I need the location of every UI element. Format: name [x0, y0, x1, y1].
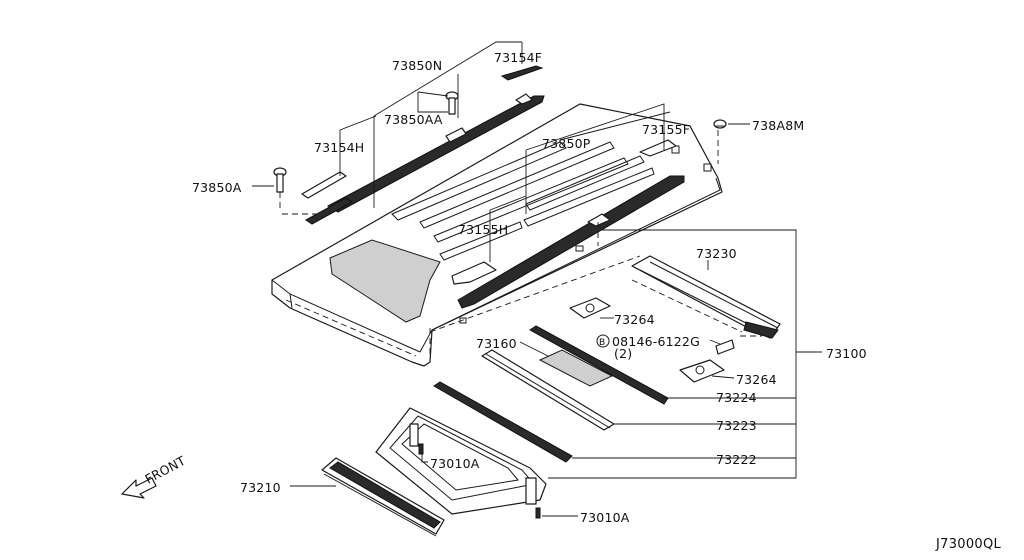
- sunroof-opening: [329, 239, 441, 323]
- roof-panel: [271, 103, 723, 367]
- label-73264-upper: 73264: [614, 312, 655, 327]
- sunroof-frame: [375, 407, 547, 515]
- label-73850AA: 73850AA: [384, 112, 443, 127]
- label-73100: 73100: [826, 346, 867, 361]
- bolt-73850AA: [445, 91, 459, 115]
- pad-73160: [538, 349, 614, 387]
- label-73223: 73223: [716, 418, 757, 433]
- screws-73010A: [418, 443, 541, 519]
- bolt-73850A: [273, 167, 287, 193]
- bow-73222: [433, 381, 573, 463]
- label-73160: 73160: [476, 336, 517, 351]
- label-73850A: 73850A: [192, 180, 242, 195]
- grommet-738A8M: [713, 119, 727, 129]
- label-738A8M: 738A8M: [752, 118, 804, 133]
- right-roof-rail: [451, 139, 685, 309]
- diagram-code: J73000QL: [935, 537, 1002, 552]
- leader-lines: [252, 41, 822, 517]
- label-bolt-qty: (2): [614, 346, 632, 361]
- label-73230: 73230: [696, 246, 737, 261]
- label-73850P: 73850P: [542, 136, 591, 151]
- label-73222: 73222: [716, 452, 757, 467]
- label-73155H: 73155H: [458, 222, 508, 237]
- rear-roof-header-73230: [631, 255, 781, 339]
- front-label: FRONT: [142, 453, 188, 487]
- bracket-73264-lower: [679, 359, 725, 383]
- front-arrow-icon: [121, 477, 157, 499]
- guide-lines: [279, 130, 762, 360]
- label-73850N: 73850N: [392, 58, 442, 73]
- front-header-73210: [321, 457, 445, 537]
- label-73010A-upper: 73010A: [430, 456, 480, 471]
- label-73154H: 73154H: [314, 140, 364, 155]
- label-73224: 73224: [716, 390, 757, 405]
- bolt-08146-6122G: [596, 334, 735, 355]
- label-bolt: 08146-6122G: [612, 334, 700, 349]
- label-73210: 73210: [240, 480, 281, 495]
- label-73154F: 73154F: [494, 50, 542, 65]
- label-73155F: 73155F: [642, 122, 690, 137]
- label-73264-lower: 73264: [736, 372, 777, 387]
- rail-cover-front-clip: [500, 65, 544, 81]
- part-labels: 73850N 73154F 73850AA 73154H 73850A 7385…: [192, 50, 867, 525]
- left-roof-rail: [301, 93, 545, 225]
- bracket-73264-upper: [569, 297, 611, 319]
- label-73010A-lower: 73010A: [580, 510, 630, 525]
- bolt-symbol: B: [599, 338, 605, 348]
